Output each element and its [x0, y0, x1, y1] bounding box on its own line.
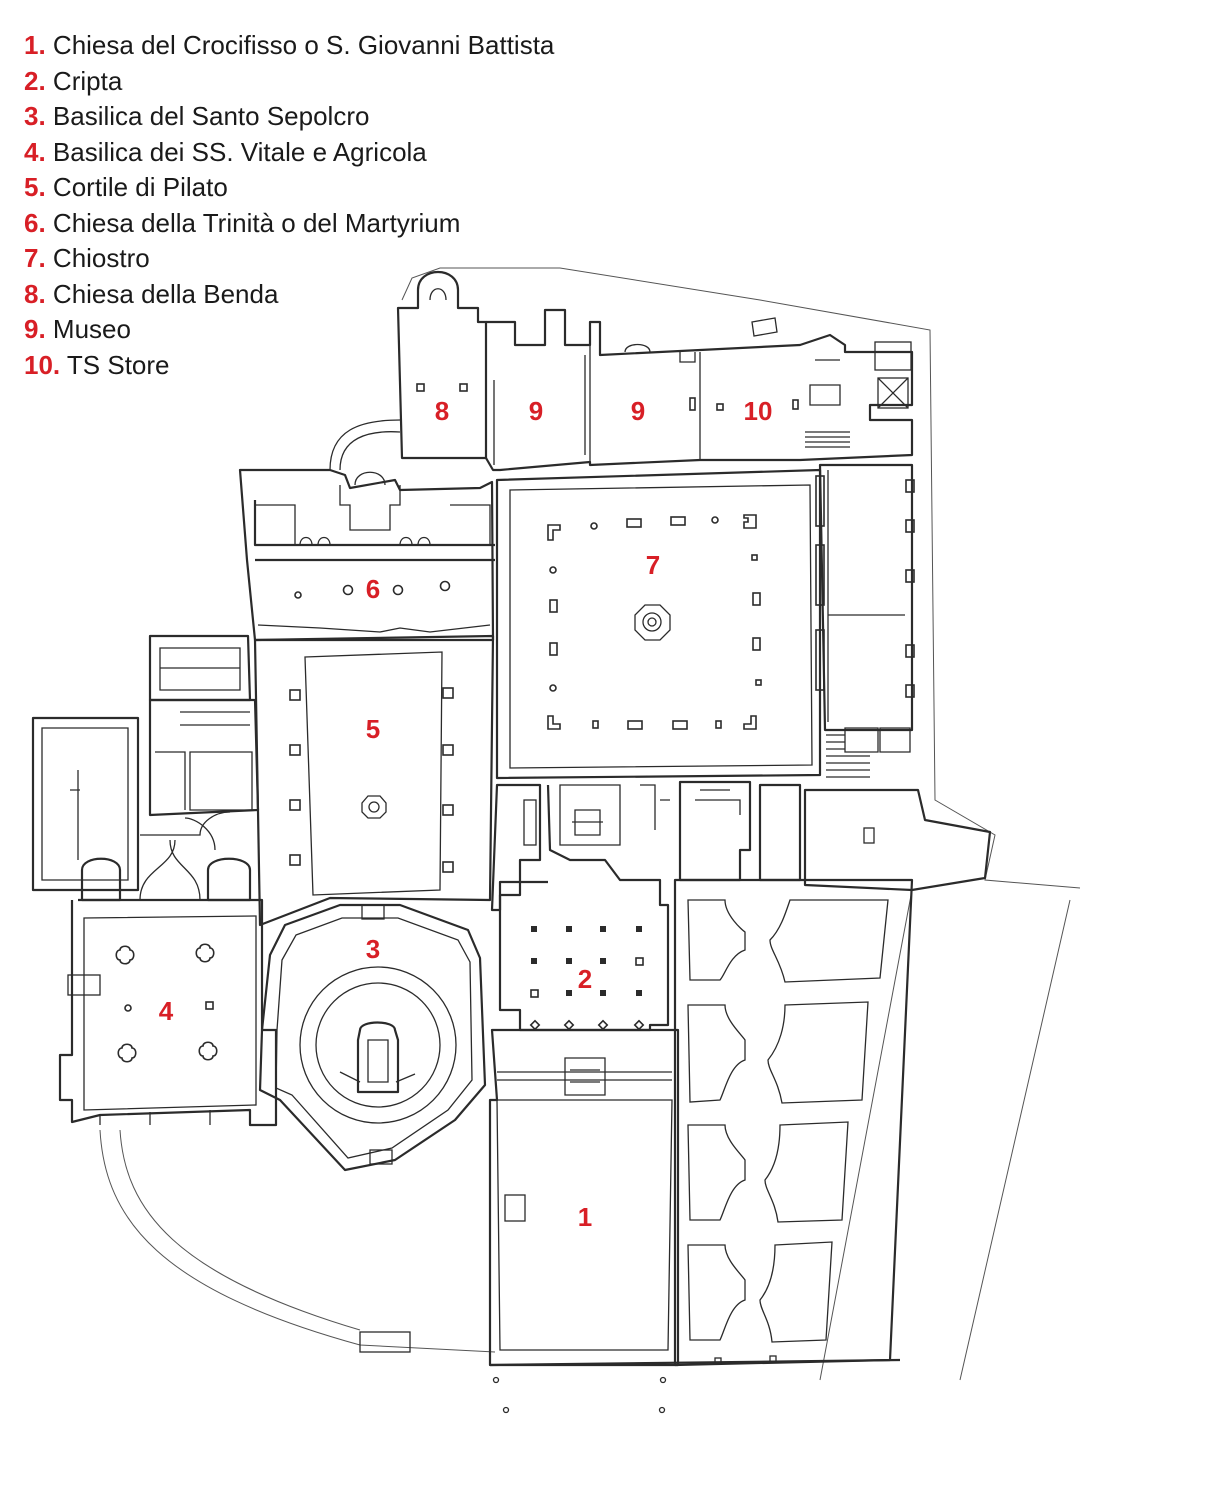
legend-item-10: 10. TS Store [24, 349, 170, 380]
west-wing [31, 634, 278, 1127]
room-label-5: 5 [366, 714, 380, 744]
pilato-block [253, 634, 495, 927]
cloister-block [495, 463, 915, 780]
north-wing [329, 270, 914, 472]
crocifisso-block [488, 1028, 680, 1367]
sepolcro-block [258, 903, 487, 1172]
room-label-3: 3 [366, 934, 380, 964]
legend-item-4: 4. Basilica dei SS. Vitale e Agricola [24, 136, 427, 167]
cripta-block [490, 780, 992, 1032]
site-boundary-south [99, 1129, 496, 1353]
legend-item-6: 6. Chiesa della Trinità o del Martyrium [24, 207, 461, 238]
legend: 1. Chiesa del Crocifisso o S. Giovanni B… [24, 28, 554, 383]
pilato-pillars [289, 687, 454, 873]
room-labels: 8 9 9 10 6 7 5 3 2 4 1 [159, 396, 773, 1232]
trinita-block [238, 468, 495, 642]
east-garden [359, 878, 914, 1414]
room-label-9b: 9 [631, 396, 645, 426]
legend-item-1: 1. Chiesa del Crocifisso o S. Giovanni B… [24, 30, 555, 60]
room-label-6: 6 [366, 574, 380, 604]
room-label-1: 1 [578, 1202, 592, 1232]
cripta-pillars [529, 926, 645, 1031]
legend-item-7: 7. Chiostro [24, 243, 150, 273]
room-label-7: 7 [646, 550, 660, 580]
legend-item-9: 9. Museo [24, 314, 131, 344]
legend-item-5: 5. Cortile di Pilato [24, 172, 228, 202]
room-label-8: 8 [435, 396, 449, 426]
room-label-10: 10 [744, 396, 773, 426]
site-boundary-inner-south [119, 1129, 361, 1331]
legend-item-8: 8. Chiesa della Benda [24, 278, 279, 309]
legend-item-3: 3. Basilica del Santo Sepolcro [24, 101, 370, 131]
room-label-9a: 9 [529, 396, 543, 426]
legend-item-2: 2. Cripta [24, 65, 123, 96]
room-label-2: 2 [578, 964, 592, 994]
room-label-4: 4 [159, 996, 174, 1026]
site-boundary [401, 267, 1081, 1381]
